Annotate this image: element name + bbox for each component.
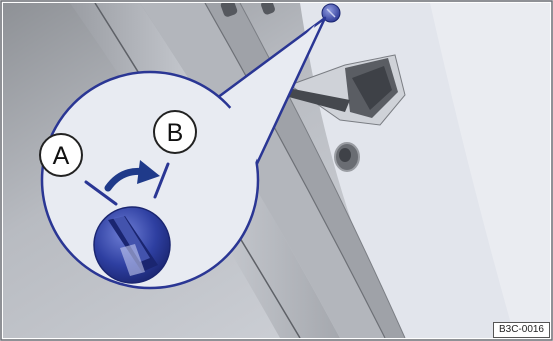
child-lock-knob-icon bbox=[94, 207, 170, 283]
label-a: A bbox=[53, 142, 70, 170]
figure-reference-code: B3C-0016 bbox=[493, 322, 550, 338]
label-b: B bbox=[167, 119, 184, 147]
